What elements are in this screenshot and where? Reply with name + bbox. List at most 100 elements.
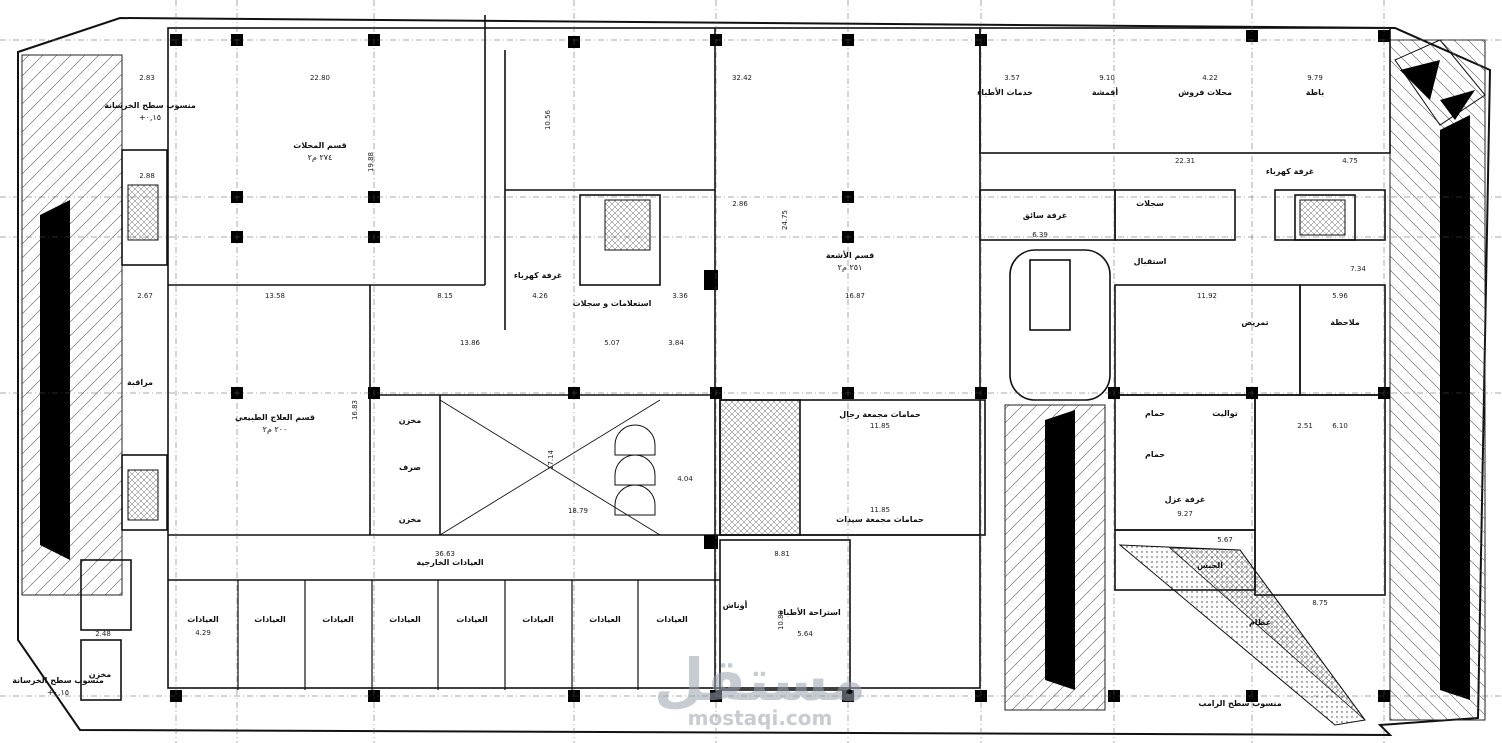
label-clinic-2: العيادات: [254, 615, 286, 624]
label-bones: عظام: [1249, 618, 1271, 627]
atrium-cross: [439, 399, 661, 536]
label-reception: استعلامات و سجلات: [573, 299, 652, 308]
label-doctors-rest: استراحة الأطباء: [779, 607, 841, 617]
outer-boundary: [17, 16, 1492, 737]
label-bank: باطة: [1306, 88, 1324, 97]
dim-30: 2.86: [732, 200, 748, 208]
dim-24: 11.92: [1197, 292, 1217, 300]
dim-44: 2.51: [1297, 422, 1313, 430]
label-store-2: مخزن: [399, 515, 422, 524]
room-labels: قسم المحلات ٢٧٤ م٢ قسم الأشعة ٢٥١ م٢ قسم…: [12, 87, 1360, 708]
dim-3: 32.42: [732, 74, 752, 82]
dim-6: 4.22: [1202, 74, 1218, 82]
label-observation: ملاحظة: [1330, 318, 1359, 327]
dim-39: 4.04: [677, 475, 693, 483]
label-men-wc: حمامات مجمعة رجال: [839, 410, 921, 419]
label-level-1: +٠,١٥: [139, 113, 161, 122]
label-ramp: منسوب سطح الرامب: [1198, 699, 1281, 708]
dim-2: 22.80: [310, 74, 330, 82]
escalator-arches: [614, 424, 656, 516]
dim-12: 3.36: [672, 292, 688, 300]
label-security: مراقبة: [127, 378, 153, 387]
dim-23: 4.75: [1342, 157, 1358, 165]
label-textiles: أقمشة: [1092, 87, 1119, 97]
clinic-partitions: [237, 580, 639, 690]
label-records: سجلات: [1136, 199, 1164, 208]
label-cosmetics-area: ٢٥١ م٢: [838, 263, 863, 272]
label-retail-area: ٢٧٤ م٢: [308, 153, 333, 162]
dim-4: 3.57: [1004, 74, 1020, 82]
stairs: [127, 184, 1346, 521]
label-corridor: صرف: [399, 463, 421, 472]
dim-34: 19.88: [367, 152, 375, 172]
dim-14: 5.07: [604, 339, 620, 347]
dim-31: 10.56: [544, 109, 552, 130]
dim-43: 5.67: [1217, 536, 1233, 544]
dim-40: 2.67: [137, 292, 153, 300]
label-services: خدمات الأطباء: [977, 87, 1033, 97]
label-natural-therapy-area: ٢٠٠ م٢: [263, 425, 288, 434]
dim-22: 22.31: [1175, 157, 1195, 165]
watermark-url: mostaqi.com: [688, 706, 833, 730]
dim-7: 9.79: [1307, 74, 1323, 82]
label-natural-therapy: قسم العلاج الطبيعي: [235, 413, 315, 422]
dim-35: 17.14: [547, 449, 555, 470]
watermark-text: مستقل: [654, 646, 866, 714]
label-clinic-4: العيادات: [389, 615, 421, 624]
dim-9: 8.15: [437, 292, 453, 300]
label-electric-2: غرفة كهرباء: [1266, 167, 1314, 176]
ramp-hatch-right: [1389, 39, 1486, 721]
label-isolation: غرفة عزل: [1165, 495, 1206, 504]
dim-37: 10.89: [777, 610, 785, 630]
dim-18: 36.63: [435, 550, 455, 558]
sawtooth-left: [40, 200, 70, 560]
label-store-3: مخزن: [89, 670, 112, 679]
dim-25: 5.96: [1332, 292, 1348, 300]
dim-17: 11.85: [870, 506, 890, 514]
label-external-clinics: العيادات الخارجية: [416, 558, 483, 567]
label-plaster: الجبس: [1197, 561, 1223, 571]
dim-33: 16.83: [351, 400, 359, 420]
dim-21: 4.29: [195, 629, 211, 637]
label-clinic-8: العيادات: [656, 615, 688, 624]
label-nurse: تمريض: [1241, 318, 1268, 328]
dim-10: 16.87: [845, 292, 865, 300]
dim-41: 2.88: [139, 172, 155, 180]
label-women-wc: حمامات مجمعة سيدات: [836, 515, 924, 524]
label-level-2: +٠,١٥: [47, 688, 69, 697]
label-clinic-7: العيادات: [589, 615, 621, 624]
label-clinic-6: العيادات: [522, 615, 554, 624]
dimension-labels: 2.83 22.80 32.42 3.57 9.10 4.22 9.79 13.…: [95, 74, 1366, 638]
dim-36: 5.64: [797, 630, 813, 638]
dim-27: 8.75: [1312, 599, 1328, 607]
label-bathroom-2: حمام: [1145, 450, 1165, 459]
dim-5: 9.10: [1099, 74, 1115, 82]
watermark: مستقل mostaqi.com: [654, 646, 866, 730]
dim-38: 6.10: [1332, 422, 1348, 430]
ramp-hatch-left: [21, 54, 123, 596]
dim-15: 3.84: [668, 339, 684, 347]
label-store-1: مخزن: [399, 416, 422, 425]
dim-16: 11.85: [870, 422, 890, 430]
sawtooth-right: [1440, 115, 1470, 700]
label-roof-slab-1: منسوب سطح الخرسانة: [104, 101, 196, 110]
dim-28: 7.34: [1350, 265, 1366, 273]
label-shop: محلات فروش: [1178, 88, 1232, 98]
label-roof-slab-2: منسوب سطح الخرسانة: [12, 676, 104, 685]
dim-29: 6.39: [1032, 231, 1048, 239]
dim-8: 13.58: [265, 292, 285, 300]
dim-11: 4.26: [532, 292, 548, 300]
dim-19: 18.79: [568, 507, 588, 515]
sawtooth-mid: [1045, 410, 1075, 690]
label-clinic-5: العيادات: [456, 615, 488, 624]
label-driver-room: غرفة سائق: [1023, 211, 1067, 220]
dim-32: 24.75: [781, 210, 789, 230]
label-retail: قسم المحلات: [293, 141, 346, 150]
label-reception-2: استقبال: [1134, 257, 1167, 266]
label-clinic-3: العيادات: [322, 615, 354, 624]
label-clinic-1: العيادات: [187, 615, 219, 624]
entrance-triangle: [1118, 544, 1366, 726]
label-escalator: أوناش: [723, 600, 748, 611]
